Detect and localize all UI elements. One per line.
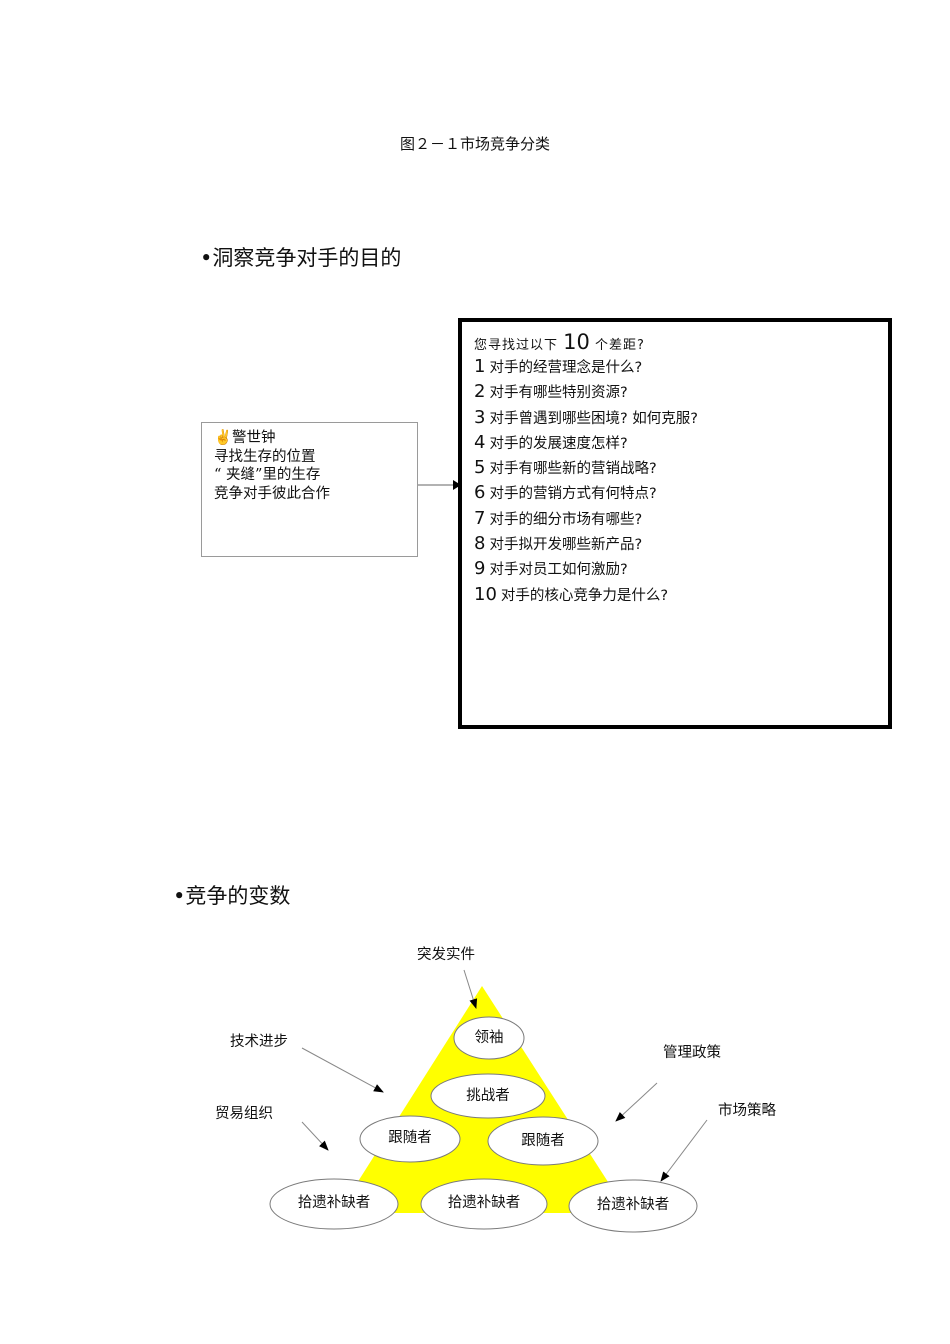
tier-nicher-ellipse [420, 1178, 548, 1230]
question-number: 5 [474, 457, 486, 479]
label-policy: 管理政策 [663, 1044, 721, 1061]
connector-arrow [418, 480, 461, 490]
arrow-trade [301, 1121, 329, 1151]
tier-nicher-ellipse [269, 1178, 399, 1230]
question-number: 9 [474, 558, 486, 580]
tier-nicher-left: 拾遗补缺者 [269, 1178, 399, 1230]
tier-leader-label: 领袖 [475, 1029, 504, 1046]
tier-follower-right: 跟随者 [487, 1116, 599, 1166]
tier-follower-ellipse [359, 1115, 461, 1163]
tier-challenger-ellipse [430, 1073, 546, 1119]
warning-note-box: ✌警世钟 寻找生存的位置 “ 夹缝”里的生存 竞争对手彼此合作 [201, 422, 418, 557]
arrow-sudden-event [463, 969, 478, 1009]
question-text: 对手的营销方式有何特点? [489, 486, 657, 503]
label-market-strategy: 市场策略 [718, 1102, 776, 1119]
question-number: 4 [474, 431, 486, 453]
tier-leader: 领袖 [453, 1016, 525, 1060]
arrow-technology [301, 1047, 384, 1093]
question-number: 2 [474, 381, 486, 403]
tier-nicher-right: 拾遗补缺者 [568, 1179, 698, 1233]
question-number: 3 [474, 406, 486, 428]
question-number: 1 [474, 356, 486, 377]
tier-follower-label: 跟随者 [521, 1132, 565, 1149]
question-text: 对手的发展速度怎样? [489, 435, 628, 452]
note-line: 寻找生存的位置 [214, 448, 316, 465]
question-text: 对手的核心竞争力是什么? [500, 587, 669, 604]
note-line: 竞争对手彼此合作 [214, 485, 330, 502]
note-line: “ 夹缝”里的生存 [214, 467, 321, 483]
arrow-policy [615, 1082, 658, 1122]
tier-follower-left: 跟随者 [359, 1115, 461, 1163]
tier-challenger: 挑战者 [430, 1073, 546, 1119]
section-heading-purpose: •洞察竞争对手的目的 [200, 246, 402, 270]
label-trade-org: 贸易组织 [215, 1105, 273, 1122]
connector-arrowhead-icon [453, 480, 461, 490]
tier-nicher-ellipse [568, 1179, 698, 1233]
tier-follower-ellipse [487, 1116, 599, 1166]
questions-intro-before: 您寻找过以下 [474, 338, 559, 353]
tier-leader-ellipse [453, 1016, 525, 1060]
question-text: 对手拟开发哪些新产品? [489, 537, 643, 554]
tier-nicher-label: 拾遗补缺者 [448, 1194, 521, 1211]
question-text: 对手的细分市场有哪些? [489, 511, 643, 528]
tier-nicher-mid: 拾遗补缺者 [420, 1178, 548, 1230]
question-text: 对手曾遇到哪些困境? 如何克服? [489, 410, 698, 427]
question-text: 对手的经营理念是什么? [489, 360, 643, 376]
question-text: 对手有哪些特别资源? [489, 385, 628, 402]
section-heading-variables: •竞争的变数 [173, 884, 291, 908]
tier-nicher-label: 拾遗补缺者 [298, 1194, 371, 1211]
question-number: 8 [474, 533, 486, 555]
tier-follower-label: 跟随者 [388, 1129, 432, 1146]
question-number: 6 [474, 482, 486, 504]
note-line-title: ✌警世钟 [214, 430, 276, 446]
arrow-strategy [660, 1119, 708, 1182]
question-number: 7 [474, 507, 486, 529]
questions-intro: 您寻找过以下 10 个差距? [474, 330, 888, 354]
question-number: 10 [474, 583, 497, 605]
label-sudden-event: 突发实件 [417, 946, 475, 963]
tier-nicher-label: 拾遗补缺者 [597, 1196, 670, 1213]
question-text: 对手有哪些新的营销战略? [489, 461, 657, 478]
label-technology: 技术进步 [230, 1033, 288, 1050]
figure-caption: 图２－１市场竞争分类 [399, 135, 550, 153]
questions-intro-after: 个差距? [595, 338, 645, 353]
tier-challenger-label: 挑战者 [466, 1087, 510, 1104]
question-text: 对手对员工如何激励? [489, 562, 628, 579]
questions-intro-number: 10 [563, 330, 590, 354]
